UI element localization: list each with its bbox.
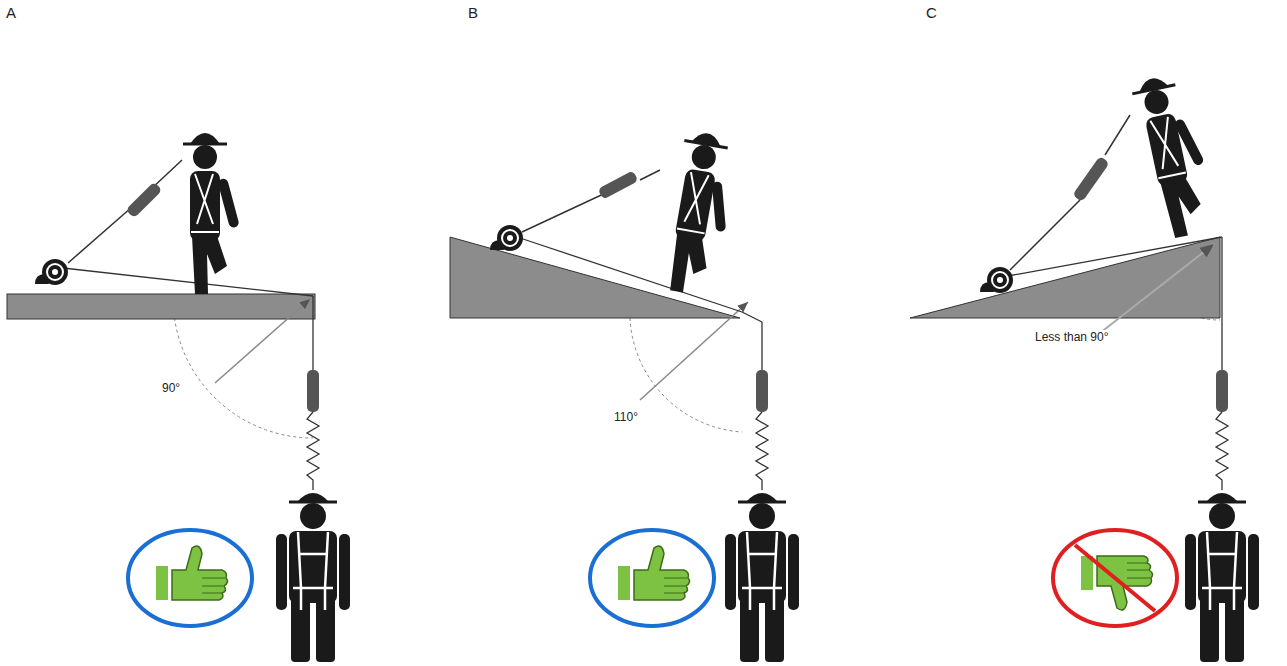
panel-letter: B xyxy=(466,4,480,22)
angle-label: 110° xyxy=(612,410,640,424)
panel-c xyxy=(910,71,1259,662)
panel-letter: C xyxy=(924,4,939,22)
panel-b xyxy=(450,130,799,662)
panel-letter: A xyxy=(4,4,18,22)
angle-label: 90° xyxy=(160,381,182,395)
panel-a xyxy=(7,133,350,662)
angle-label: Less than 90° xyxy=(1033,330,1111,344)
